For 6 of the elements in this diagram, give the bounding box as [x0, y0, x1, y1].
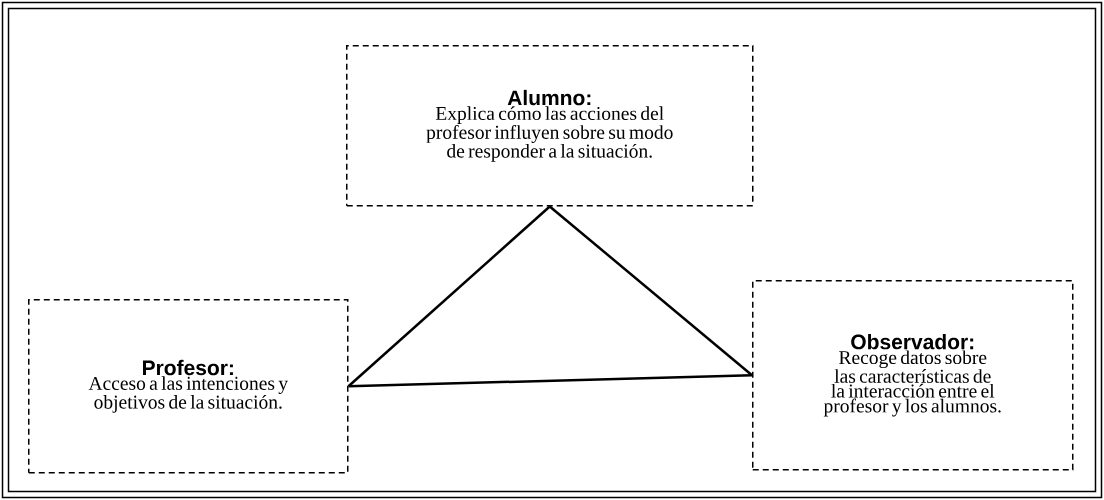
dashed-box: Alumno: Explica cómo las acciones del profesor influyen sobre su modo de responder a la situación.: [346, 45, 754, 207]
dashed-box: Observador: Recoge datos sobre las características de la interacción entre el profesor y los alumnos.: [752, 280, 1074, 471]
connector-line: [548, 205, 753, 377]
dashed-box: Profesor: Acceso a las intenciones y objetivos de la situación.: [28, 299, 349, 474]
connector-line: [348, 374, 753, 388]
connector-line: [347, 205, 551, 388]
